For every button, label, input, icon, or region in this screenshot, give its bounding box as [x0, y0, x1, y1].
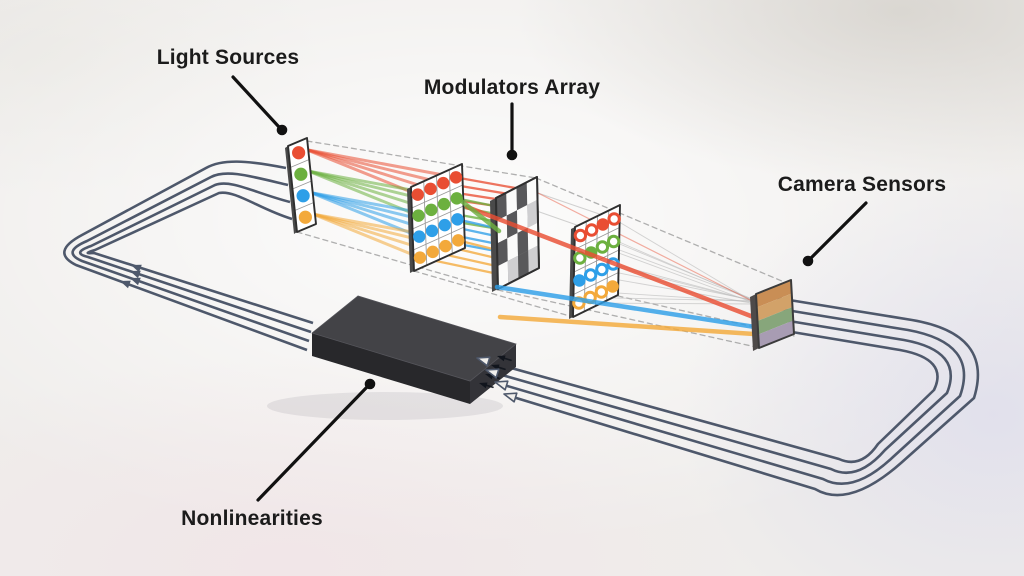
camera-sensors-label: Camera Sensors [777, 173, 947, 196]
light-sources-label: Light Sources [156, 46, 300, 69]
camera-sensor-panel [750, 279, 795, 351]
nonlinearities-box [311, 295, 517, 404]
modulated-output-beams [456, 196, 759, 337]
box-shadow [267, 392, 503, 420]
wire-direction-arrows [120, 264, 518, 403]
light-sources-panel [285, 137, 317, 234]
feedback-loop-wires [63, 160, 980, 497]
unmodulated-ray-lines [510, 190, 759, 305]
modulator-mask-checkerboard [490, 176, 540, 292]
projection-dashed-lines [296, 140, 795, 348]
nonlinearities-label: Nonlinearities [181, 507, 323, 530]
modulator-input-grid [407, 163, 466, 273]
modulators-array-label: Modulators Array [423, 76, 601, 99]
label-callout-lines [231, 75, 868, 502]
